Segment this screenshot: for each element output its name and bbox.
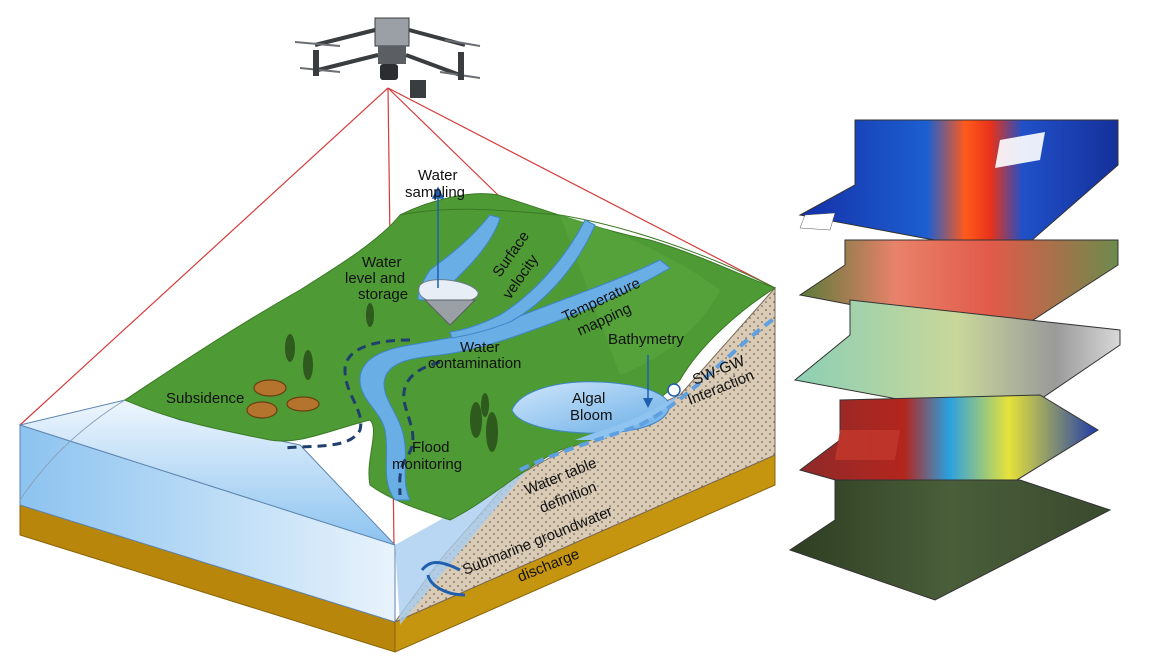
subsidence-patches [246,379,320,419]
sgd-flow-arrows [420,561,466,597]
water-table-line [519,316,777,472]
label-water-level-2: level and [345,270,405,287]
label-algal-bloom-1: Algal [572,390,605,407]
seabed-slope [395,430,560,625]
river-tributary [449,219,596,339]
label-algal-bloom-2: Bloom [570,407,613,424]
label-water-level-1: Water [362,254,401,271]
flood-extent-right [398,360,441,496]
label-subsidence: Subsidence [166,390,244,407]
trees [285,303,498,452]
label-water-contamination-1: Water [460,339,499,356]
label-water-contamination-2: contamination [428,355,521,372]
drone-icon [294,17,481,98]
label-water-sampling-2: sampling [405,184,465,201]
label-flood-2: monitoring [392,456,462,473]
bathymetry-marker [643,355,681,408]
flood-extent-left [284,338,411,450]
label-water-sampling-1: Water [418,167,457,184]
label-water-level-3: storage [358,286,408,303]
map-layer-1-thermal [798,119,1119,256]
map-layer-5-basemap [788,479,1112,601]
water-sampling-arrow [431,186,445,288]
dam [423,299,477,326]
label-flood-1: Flood [412,439,450,456]
label-bathymetry: Bathymetry [608,331,684,348]
map-layer-stack [788,119,1121,601]
